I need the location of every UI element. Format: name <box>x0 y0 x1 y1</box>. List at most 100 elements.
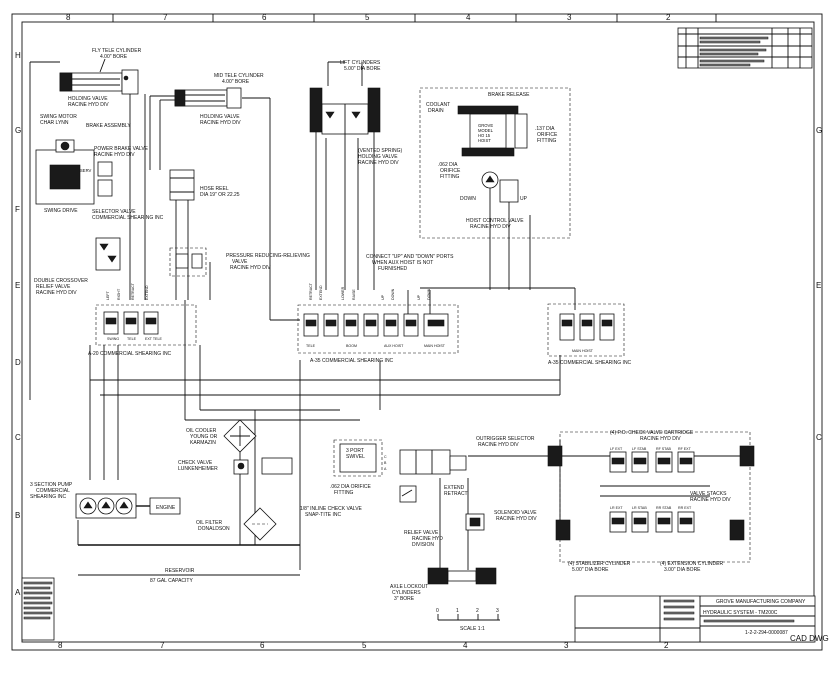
up-label: UP <box>520 196 528 202</box>
port-label: EXTEND <box>319 285 323 300</box>
port-swivel: 3 PORT SWIVEL A B C .062 DIA ORIFICE FIT… <box>300 439 387 518</box>
stack-label: LF STAB <box>632 447 647 451</box>
row-letter: A <box>15 588 21 597</box>
outrigger-selector-label: OUTRIGGER SELECTOR <box>476 436 535 442</box>
solenoid-valve-label: SOLENOID VALVE <box>494 510 537 516</box>
selector-valve-maker: COMMERCIAL SHEARING INC <box>92 215 164 221</box>
scale-label: SCALE 1:1 <box>460 626 485 632</box>
bottom-column-ruler: 8 7 6 5 4 3 2 <box>58 641 669 650</box>
a35-main-label: A-35 COMMERCIAL SHEARING INC <box>310 358 394 364</box>
axle-lockout-cylinders: AXLE LOCKOUT CYLINDERS 3" BORE <box>390 567 497 602</box>
col-number: 3 <box>567 13 572 22</box>
retract-label: RETRACT <box>444 491 468 497</box>
pressure-reducing-valve: PRESSURE REDUCING-RELIEVING VALVE RACINE… <box>169 247 310 277</box>
hoist-label: HOIST <box>478 138 491 143</box>
drawing-number: 1-2-2-294-0000087 <box>745 630 788 636</box>
scale-tick: 2 <box>476 608 479 614</box>
pump-label: COMMERCIAL <box>36 488 70 494</box>
swivel-label: 3 PORT <box>346 448 364 454</box>
power-brake-maker: RACINE HYD DIV <box>94 152 135 158</box>
selector-valve-label: SELECTOR VALVE <box>92 209 136 215</box>
hose-reel: HOSE REEL DIA 19" OR 22.25 <box>169 169 240 201</box>
outrigger-selector: OUTRIGGER SELECTOR RACINE HYD DIV EXTEND… <box>399 436 535 497</box>
oil-cooler-label: OIL COOLER <box>186 428 217 434</box>
fly-tele-valve-label: HOLDING VALVE <box>68 96 108 102</box>
port-label: RETRACT <box>309 282 313 300</box>
a35-right-label: A-35 COMMERCIAL SHEARING INC <box>548 360 632 366</box>
hoist-label: MODEL <box>478 128 494 133</box>
a35-valve-bank: TELE BOOM AUX HOIST MAIN HOIST RETRACT E… <box>297 282 459 364</box>
bank-section-label: TELE <box>306 344 316 348</box>
stack-label: LF EXT <box>610 447 623 451</box>
check-valve-maker: LUNKENHEIMER <box>178 466 218 472</box>
swivel-port: C <box>384 455 387 459</box>
col-number: 5 <box>365 13 370 22</box>
bank-section-label: MAIN HOIST <box>424 344 446 348</box>
oil-cooler: OIL COOLER YOUNG OR KARMAZIN <box>186 419 257 453</box>
brake-release-label: BRAKE RELEASE <box>488 92 530 98</box>
row-ruler: H G F E D C B A G E C <box>15 51 822 597</box>
port-label: RETRACT <box>131 282 135 300</box>
col-number: 8 <box>66 13 71 22</box>
scale-tick: 3 <box>496 608 499 614</box>
row-letter: E <box>15 281 20 290</box>
orifice-062-label: ORIFICE <box>440 168 461 174</box>
fly-tele-valve-maker: RACINE HYD DIV <box>68 102 109 108</box>
power-brake-label: POWER BRAKE VALVE <box>94 146 149 152</box>
prr-valve-label: VALVE <box>232 259 248 265</box>
relief-valve: RELIEF VALVE RACINE HYD DIVISION <box>399 485 443 548</box>
axle-lockout-label: AXLE LOCKOUT <box>390 584 428 590</box>
oil-cooler-label: KARMAZIN <box>190 440 216 446</box>
relief-valve-label: DIVISION <box>412 542 434 548</box>
stack-label: LR EXT <box>610 506 623 510</box>
col-number: 8 <box>58 641 63 650</box>
coolant-label: COOLANT <box>426 102 450 108</box>
prr-valve-label: PRESSURE REDUCING-RELIEVING <box>226 253 310 259</box>
port-label: UP <box>381 294 385 300</box>
brake-assembly-label: BRAKE ASSEMBLY <box>86 123 131 129</box>
check-valve-label: CHECK VALVE <box>178 460 213 466</box>
orifice-137-label: FITTING <box>537 138 557 144</box>
axle-lockout-bore: 3" BORE <box>394 596 415 602</box>
mid-tele-label: MID TELE CYLINDER <box>214 73 264 79</box>
crossover-label: RACINE HYD DIV <box>36 290 77 296</box>
outrigger-stacks: (4) P.O. CHECK VALVE CARTRIDGE RACINE HY… <box>547 430 755 573</box>
col-number: 4 <box>466 13 471 22</box>
axle-lockout-label: CYLINDERS <box>392 590 421 596</box>
lift-valve-note: (VENTED SPRING) <box>358 148 403 154</box>
col-number: 7 <box>163 13 168 22</box>
down-label: DOWN <box>460 196 476 202</box>
scale-bar: 0 1 2 3 SCALE 1:1 <box>436 608 500 632</box>
oil-filter: OIL FILTER DONALDSON <box>196 507 277 541</box>
reservoir-capacity: 87 GAL CAPACITY <box>150 578 193 584</box>
section-pump: 3 SECTION PUMP COMMERCIAL SHEARING INC <box>30 482 150 519</box>
hoist-assembly: BRAKE RELEASE COOLANT DRAIN GROVE MODEL … <box>419 87 571 239</box>
mid-tele-cylinder: MID TELE CYLINDER 4.00" BORE HOLDING VAL… <box>174 73 264 126</box>
stack-label: LR STAB <box>632 506 647 510</box>
swing-assembly: SWING MOTOR CHAR LYNN BRAKE ASSEMBLY POW… <box>35 114 164 221</box>
relief-valve-label: RELIEF VALVE <box>404 530 439 536</box>
port-label: RAISE <box>352 289 356 300</box>
extend-label: EXTEND <box>444 485 465 491</box>
orifice-062b-label: .062 DIA ORIFICE <box>330 484 372 490</box>
engine-label: ENGINE <box>156 505 176 511</box>
crossover-label: DOUBLE CROSSOVER <box>34 278 88 284</box>
drain-label: DRAIN <box>428 108 444 114</box>
mid-tele-bore: 4.00" BORE <box>222 79 250 85</box>
hoist-label: HO 15 <box>478 133 491 138</box>
swivel-port: A <box>384 467 387 471</box>
port-label: DOWN <box>391 288 395 300</box>
fly-tele-cylinder: FLY TELE CYLINDER 4.00" BORE HOLDING VAL… <box>59 48 142 108</box>
col-number: 7 <box>160 641 165 650</box>
bank-section-label: AUX HOIST <box>384 344 404 348</box>
orifice-137-label: .137 DIA <box>535 126 555 132</box>
pump-label: SHEARING INC <box>30 494 67 500</box>
scale-tick: 1 <box>456 608 459 614</box>
lift-cylinders-label: LIFT CYLINDERS <box>340 60 381 66</box>
swing-motor-maker: CHAR LYNN <box>40 120 69 126</box>
row-letter: F <box>15 205 20 214</box>
extension-label: (4) EXTENSION CYLINDER <box>660 561 723 567</box>
col-number: 6 <box>262 13 267 22</box>
lift-valve-maker: RACINE HYD DIV <box>358 160 399 166</box>
